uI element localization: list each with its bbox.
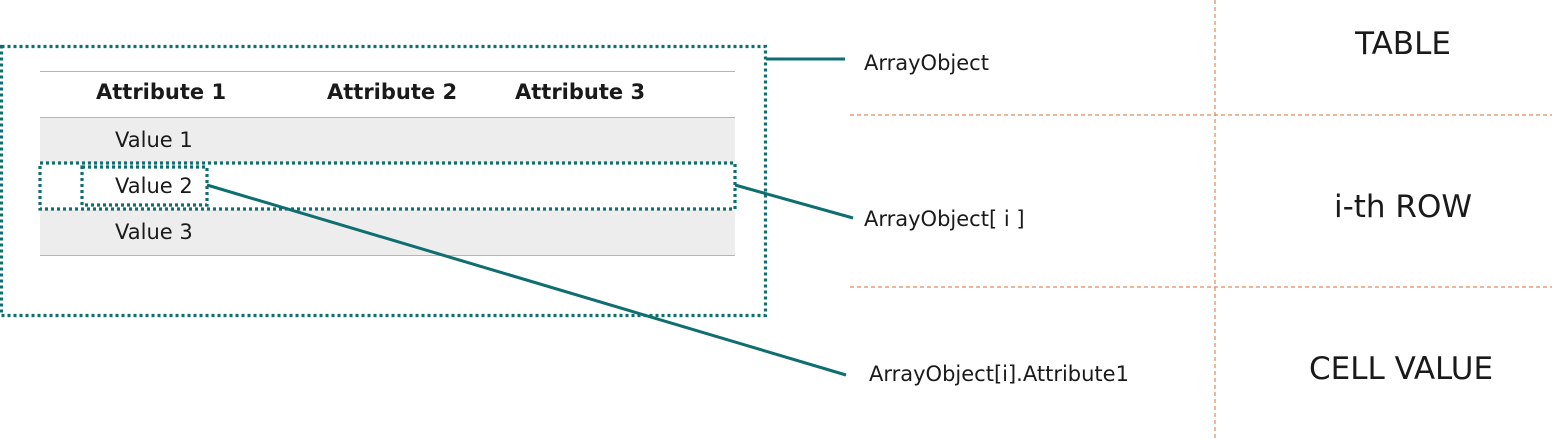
array-highlight-box <box>0 44 768 318</box>
table-cell-value-2: Value 2 <box>115 174 193 198</box>
row-3-background <box>40 210 735 255</box>
row-connector-line <box>734 183 854 220</box>
header-attribute-2: Attribute 2 <box>327 80 458 104</box>
header-attribute-3: Attribute 3 <box>515 80 646 104</box>
cell-connector-line <box>206 183 847 377</box>
callout-array-object: ArrayObject <box>864 51 989 75</box>
row-1-background <box>40 118 735 163</box>
header-bottom-rule <box>40 117 735 118</box>
header-attribute-1: Attribute 1 <box>96 80 227 104</box>
callout-array-row: ArrayObject[ i ] <box>864 207 1025 231</box>
level-label-row: i-th ROW <box>1333 189 1473 225</box>
table-bottom-rule <box>40 255 735 256</box>
row-highlight-box <box>38 161 737 211</box>
table-top-rule <box>40 71 735 72</box>
callout-array-cell: ArrayObject[i].Attribute1 <box>869 362 1129 386</box>
level-label-cell: CELL VALUE <box>1308 351 1494 387</box>
table-cell-value-3: Value 3 <box>115 220 193 244</box>
table-cell-value-1: Value 1 <box>115 128 193 152</box>
level-label-table: TABLE <box>1355 26 1451 62</box>
cell-highlight-box <box>80 165 209 207</box>
